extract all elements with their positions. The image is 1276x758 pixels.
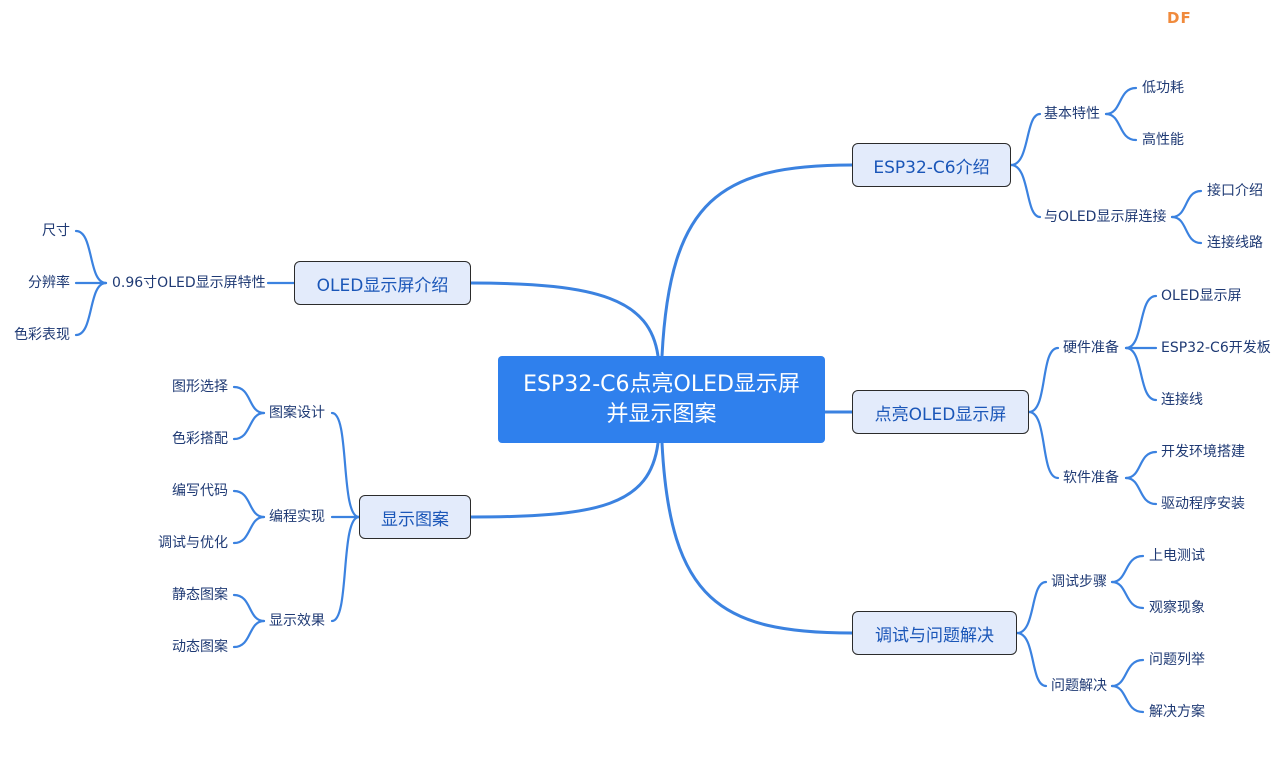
link-root-oled [469,281,660,358]
link-esp32-features [1009,112,1042,167]
subtopic-pattern-design[interactable]: 图案设计 [269,405,325,421]
topic-light-oled[interactable]: 点亮OLED显示屏 [852,390,1029,434]
leaf-low-power[interactable]: 低功耗 [1142,80,1184,96]
link-light-hardware [1027,346,1060,414]
leaf-power-test[interactable]: 上电测试 [1149,548,1205,564]
link-debug-steps [1015,580,1048,635]
link-features-leaf2 [1104,112,1138,142]
leaf-resolution[interactable]: 分辨率 [28,275,70,291]
link-hardware-leaf1 [1124,294,1158,350]
subtopic-programming[interactable]: 编程实现 [269,509,325,525]
leaf-static-pattern[interactable]: 静态图案 [172,587,228,603]
link-oled-leaf1 [74,229,108,285]
link-design-leaf1 [232,385,266,415]
topic-esp32-intro[interactable]: ESP32-C6介绍 [852,143,1011,187]
leaf-size[interactable]: 尺寸 [42,223,70,239]
subtopic-debug-steps[interactable]: 调试步骤 [1051,574,1107,590]
link-root-esp32 [660,163,854,358]
link-code-leaf1 [232,489,266,519]
link-software-leaf2 [1124,476,1158,506]
topic-oled-intro[interactable]: OLED显示屏介绍 [294,261,471,305]
subtopic-problem-solving[interactable]: 问题解决 [1051,678,1107,694]
link-display-design [330,411,361,519]
root-topic[interactable]: ESP32-C6点亮OLED显示屏并显示图案 [498,356,825,443]
subtopic-oled-connection[interactable]: 与OLED显示屏连接 [1044,209,1167,225]
link-root-display [469,441,660,519]
link-connect-leaf1 [1170,189,1203,219]
df-logo: DF [1167,9,1192,27]
link-problems-leaf1 [1110,658,1145,688]
link-display-effect [330,515,361,623]
leaf-wiring[interactable]: 连接线路 [1207,235,1263,251]
leaf-shape-select[interactable]: 图形选择 [172,379,228,395]
link-hardware-leaf3 [1124,346,1158,402]
topic-display-pattern[interactable]: 显示图案 [359,495,471,539]
subtopic-display-effect[interactable]: 显示效果 [269,613,325,629]
subtopic-software-prep[interactable]: 软件准备 [1063,470,1119,486]
leaf-driver-install[interactable]: 驱动程序安装 [1161,496,1245,512]
leaf-high-performance[interactable]: 高性能 [1142,132,1184,148]
link-root-debug [660,441,854,635]
subtopic-basic-features[interactable]: 基本特性 [1044,106,1100,122]
link-debug-problems [1015,631,1048,688]
subtopic-hardware-prep[interactable]: 硬件准备 [1063,340,1119,356]
link-light-software [1027,410,1060,480]
leaf-solutions[interactable]: 解决方案 [1149,704,1205,720]
leaf-esp32-board[interactable]: ESP32-C6开发板 [1161,340,1271,356]
leaf-problem-list[interactable]: 问题列举 [1149,652,1205,668]
leaf-color[interactable]: 色彩表现 [14,327,70,343]
link-software-leaf1 [1124,450,1158,480]
link-problems-leaf2 [1110,684,1145,714]
link-steps-leaf1 [1110,554,1145,584]
link-connect-leaf2 [1170,215,1203,245]
leaf-observe[interactable]: 观察现象 [1149,600,1205,616]
topic-debug[interactable]: 调试与问题解决 [852,611,1017,655]
link-code-leaf2 [232,515,266,545]
leaf-debug-optimize[interactable]: 调试与优化 [158,535,228,551]
link-features-leaf1 [1104,86,1138,116]
link-effect-leaf1 [232,593,266,623]
link-oled-leaf3 [74,281,108,337]
link-steps-leaf2 [1110,580,1145,610]
leaf-write-code[interactable]: 编写代码 [172,483,228,499]
leaf-oled-screen[interactable]: OLED显示屏 [1161,288,1242,304]
link-effect-leaf2 [232,619,266,649]
link-esp32-connect [1009,163,1042,219]
link-design-leaf2 [232,411,266,441]
leaf-color-match[interactable]: 色彩搭配 [172,431,228,447]
leaf-cables[interactable]: 连接线 [1161,392,1203,408]
leaf-dynamic-pattern[interactable]: 动态图案 [172,639,228,655]
leaf-interface-intro[interactable]: 接口介绍 [1207,183,1263,199]
subtopic-oled-features[interactable]: 0.96寸OLED显示屏特性 [112,275,266,291]
leaf-dev-env[interactable]: 开发环境搭建 [1161,444,1245,460]
